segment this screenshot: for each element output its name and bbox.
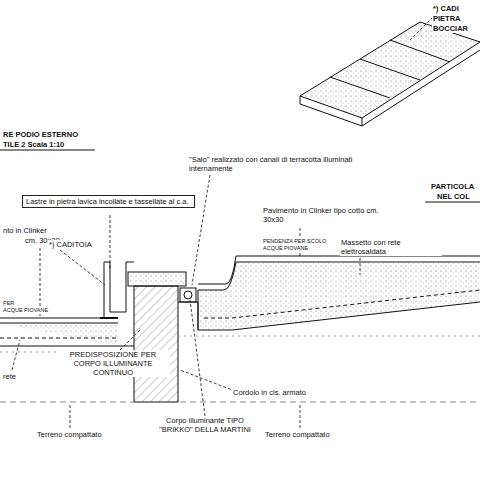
slope-label: ACQUE PIOVANE <box>2 307 49 314</box>
note-label: Massetto con rete elettrosaldata <box>340 238 442 256</box>
note-label: rete <box>2 372 17 381</box>
slope-label: PER <box>2 300 15 307</box>
drawing-title: TILE 2 Scala 1:10 <box>2 140 65 149</box>
callout-label: *) CADITOIA <box>48 240 93 249</box>
detail-callout: *) CADI <box>432 4 460 13</box>
slope-label: PENDENZA PER SCOLO ACQUE PIOVANE <box>262 238 336 251</box>
note-label: PREDISPOSIZIONE PER CORPO ILLUMINANTE CO… <box>56 350 170 377</box>
note-label: "Salo" realizzato con canali di terracot… <box>188 155 380 173</box>
note-label: Terreno compattato <box>264 430 331 439</box>
note-label: nto in Clinker <box>2 226 48 235</box>
note-label: Cordolo in cls. armato <box>232 388 307 397</box>
detail-callout: PIETRA <box>432 14 462 23</box>
detail-title: NEL COL <box>436 192 471 201</box>
note-label: Pavimento in Clinker tipo cotto cm. 30x3… <box>262 206 384 224</box>
note-label: Terreno compattato <box>36 430 103 439</box>
detail-callout: BOCCIAR <box>432 24 469 33</box>
detail-title: PARTICOLA <box>430 182 475 191</box>
note-label: Corpo illuminante TIPO "BRIKKO" DELLA MA… <box>156 416 254 434</box>
note-label: Lastre in pietra lavica incollate e tass… <box>22 195 195 208</box>
drawing-title: RE PODIO ESTERNO <box>2 130 79 139</box>
